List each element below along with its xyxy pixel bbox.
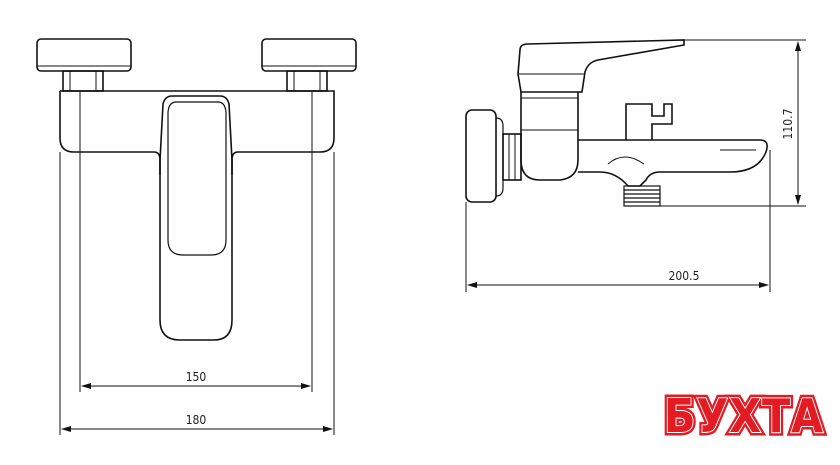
- front-dimensions: [61, 383, 333, 432]
- front-view: [36, 38, 357, 435]
- side-lever: [517, 39, 685, 93]
- dim-150-label: 150: [186, 370, 207, 384]
- dim-110-7-label: 110.7: [781, 109, 795, 140]
- front-handle-inner: [167, 101, 227, 256]
- side-diverter: [625, 103, 673, 140]
- front-handle: [159, 95, 233, 341]
- dim-180-label: 180: [186, 413, 207, 427]
- side-dimensions: [467, 41, 801, 288]
- side-connector: [502, 133, 522, 181]
- dim-200-5-label: 200.5: [669, 269, 700, 283]
- logo-text: БУХТА: [664, 389, 824, 443]
- front-body: [59, 90, 335, 175]
- front-right-connector: [286, 70, 328, 92]
- side-view: [465, 39, 806, 292]
- side-cartridge: [520, 92, 579, 181]
- side-spout: [578, 139, 768, 187]
- side-wall-flange: [465, 109, 497, 203]
- side-threaded-outlet: [623, 185, 661, 207]
- front-left-connector: [62, 70, 104, 92]
- brand-logo: БУХТА БУХТА: [661, 386, 827, 447]
- logo-text-outline: БУХТА: [664, 389, 824, 443]
